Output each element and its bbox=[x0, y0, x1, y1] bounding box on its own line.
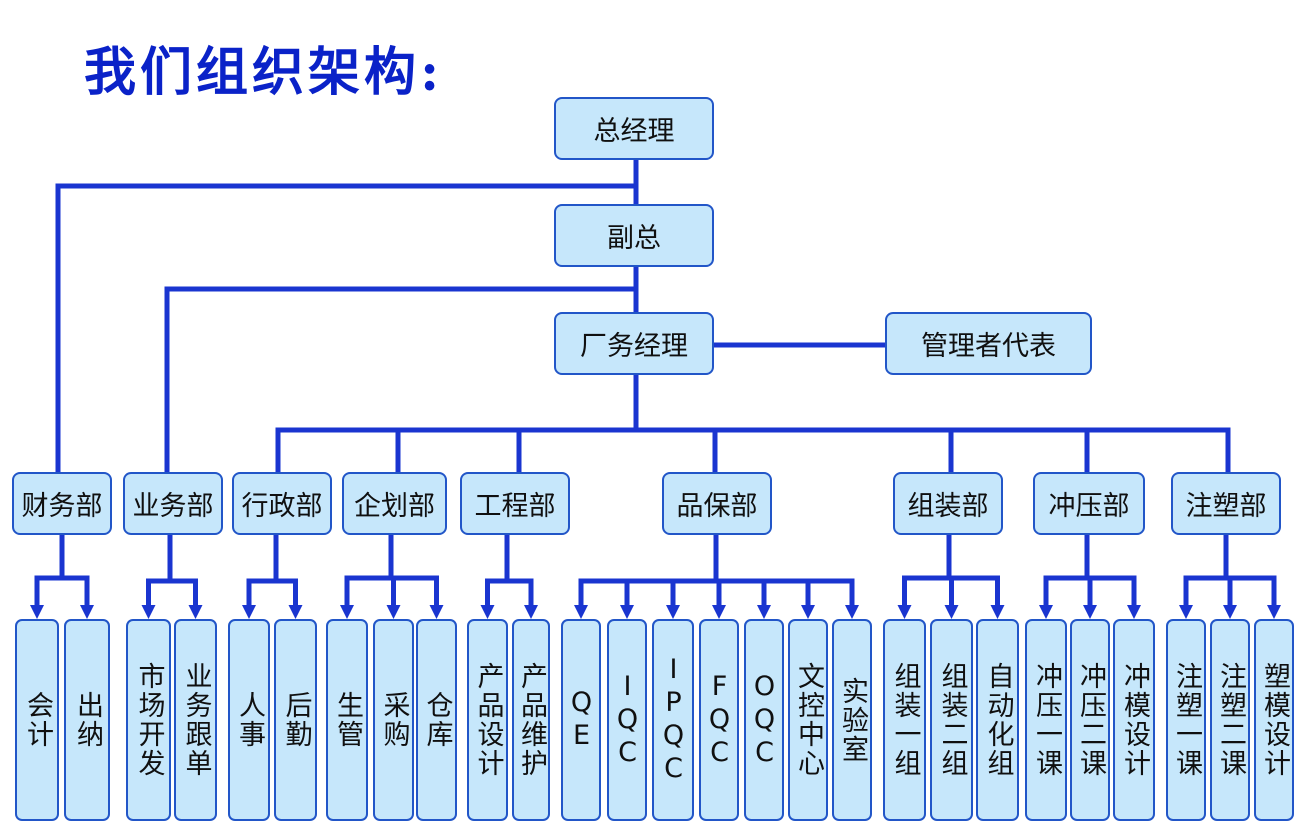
arrow-head bbox=[288, 605, 303, 619]
arrow-head bbox=[242, 605, 256, 619]
node-management-representative: 管理者代表 bbox=[885, 312, 1092, 375]
arrow-head bbox=[1127, 605, 1141, 619]
unit-box: FQC bbox=[699, 619, 739, 821]
arrow-head bbox=[845, 605, 859, 619]
arrow-head bbox=[429, 605, 444, 619]
unit-box: 产品设计 bbox=[467, 619, 508, 821]
unit-box: 产品维护 bbox=[512, 619, 550, 821]
unit-box: QE bbox=[561, 619, 601, 821]
unit-box: 人事 bbox=[228, 619, 270, 821]
arrow-head bbox=[480, 605, 495, 619]
dept-box: 工程部 bbox=[460, 472, 570, 535]
arrow-head bbox=[990, 605, 1005, 619]
arrow-head bbox=[897, 605, 912, 619]
arrow-head bbox=[340, 605, 354, 619]
unit-box: IQC bbox=[607, 619, 647, 821]
unit-box: 文控中心 bbox=[788, 619, 828, 821]
arrow-head bbox=[1267, 605, 1281, 619]
arrow-head bbox=[141, 605, 156, 619]
dept-box: 品保部 bbox=[662, 472, 772, 535]
unit-box: 塑模设计 bbox=[1254, 619, 1294, 821]
unit-box: 注塑二课 bbox=[1210, 619, 1250, 821]
arrow-head bbox=[188, 605, 203, 619]
unit-box: 自动化组 bbox=[976, 619, 1019, 821]
arrow-head bbox=[1083, 605, 1097, 619]
arrow-head bbox=[666, 605, 680, 619]
arrow-head bbox=[757, 605, 771, 619]
unit-box: 仓库 bbox=[416, 619, 457, 821]
unit-box: 组装一组 bbox=[883, 619, 926, 821]
page-title: 我们组织架构: bbox=[84, 42, 444, 103]
arrow-head bbox=[1223, 605, 1237, 619]
unit-box: 实验室 bbox=[832, 619, 872, 821]
unit-box: 会计 bbox=[15, 619, 59, 821]
unit-box: 冲模设计 bbox=[1113, 619, 1155, 821]
unit-box: 注塑一课 bbox=[1166, 619, 1206, 821]
arrow-head bbox=[1179, 605, 1193, 619]
arrow-head bbox=[712, 605, 726, 619]
arrow-head bbox=[620, 605, 634, 619]
node-factory-manager: 厂务经理 bbox=[554, 312, 714, 375]
unit-box: 出纳 bbox=[64, 619, 110, 821]
arrow-head bbox=[944, 605, 959, 619]
unit-box: 组装二组 bbox=[930, 619, 973, 821]
arrow-head bbox=[30, 605, 44, 619]
dept-box: 组装部 bbox=[893, 472, 1003, 535]
arrow-head bbox=[574, 605, 588, 619]
dept-box: 行政部 bbox=[232, 472, 332, 535]
unit-box: 业务跟单 bbox=[174, 619, 217, 821]
arrow-head bbox=[524, 605, 538, 619]
dept-box: 业务部 bbox=[123, 472, 223, 535]
unit-box: 冲压一课 bbox=[1025, 619, 1067, 821]
arrow-head bbox=[801, 605, 815, 619]
unit-box: OQC bbox=[744, 619, 784, 821]
unit-box: 冲压二课 bbox=[1070, 619, 1110, 821]
dept-box: 冲压部 bbox=[1033, 472, 1145, 535]
unit-box: 采购 bbox=[373, 619, 414, 821]
node-general-manager: 总经理 bbox=[554, 97, 714, 160]
dept-box: 财务部 bbox=[12, 472, 112, 535]
unit-box: 市场开发 bbox=[126, 619, 171, 821]
arrow-head bbox=[1039, 605, 1053, 619]
arrow-head bbox=[80, 605, 94, 619]
unit-box: 后勤 bbox=[274, 619, 317, 821]
dept-box: 企划部 bbox=[342, 472, 447, 535]
dept-box: 注塑部 bbox=[1171, 472, 1281, 535]
unit-box: IPQC bbox=[652, 619, 694, 821]
node-vice-president: 副总 bbox=[554, 204, 714, 267]
unit-box: 生管 bbox=[326, 619, 368, 821]
arrow-head bbox=[386, 605, 401, 619]
